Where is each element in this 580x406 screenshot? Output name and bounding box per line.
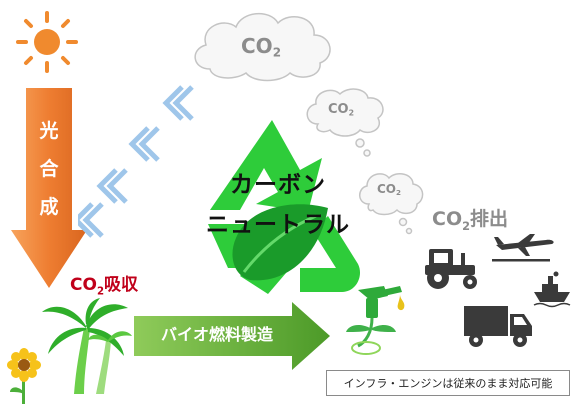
photosynthesis-char: 光 [39,120,59,142]
co2-absorption-label: CO2吸収 [70,275,139,298]
recycle-leaf-icon [208,120,361,294]
co2-bubble-1 [306,88,384,157]
photosynthesis-label: 光 合 成 [26,112,72,226]
truck-icon [464,306,532,347]
tractor-icon [425,249,477,289]
airplane-icon [492,234,554,262]
note-text: インフラ・エンジンは従来のまま対応可能 [343,377,553,390]
carbon-neutral-title: カーボン ニュートラル [206,172,350,238]
ship-icon [533,271,571,308]
co2-cloud [194,13,331,82]
biofuel-arrow [134,302,330,370]
fuel-nozzle-icon [346,286,405,355]
sun-icon [16,11,78,73]
co2-cloud-label: CO2 [241,34,282,60]
co2-bubble-2 [359,173,424,235]
co2-absorption-chevrons [78,85,194,238]
co2-emission-label: CO2排出 [432,208,509,233]
co2-bubble-1-label: CO2 [328,102,355,118]
photosynthesis-char: 成 [39,196,59,218]
biofuel-label: バイオ燃料製造 [160,325,273,344]
photosynthesis-arrow [11,88,87,288]
palm-tree-icon [42,298,132,394]
co2-bubble-2-label: CO2 [377,182,402,198]
note-box: インフラ・エンジンは従来のまま対応可能 [326,370,570,396]
sunflower-icon [7,348,41,404]
photosynthesis-char: 合 [39,158,59,180]
